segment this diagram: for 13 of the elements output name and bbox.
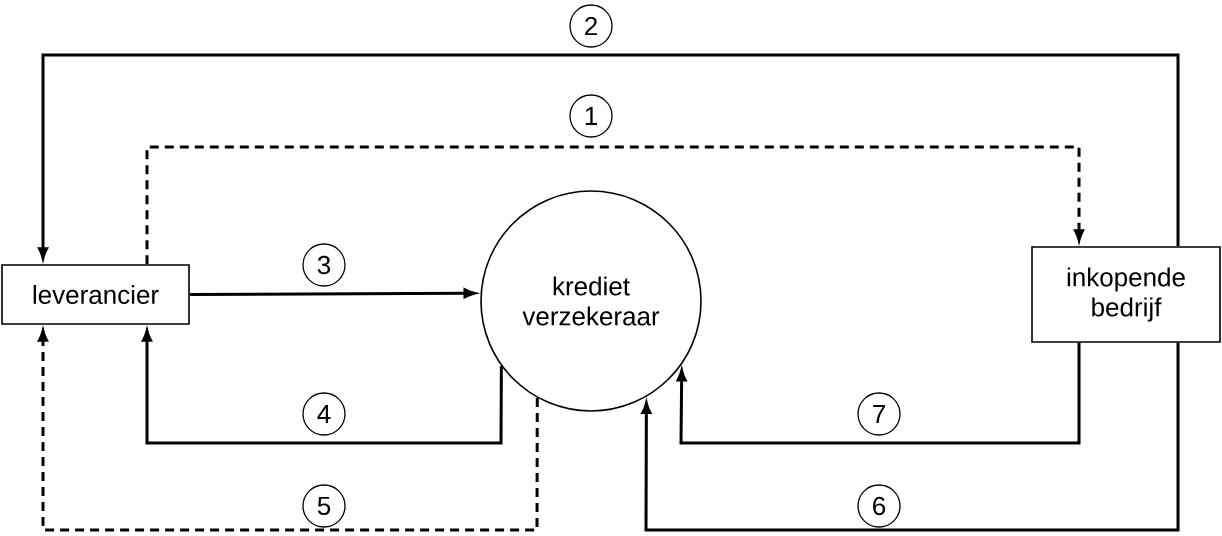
arrow [641, 342, 1180, 532]
edge-label: 7 [857, 392, 901, 436]
edge-label: 4 [302, 392, 346, 436]
process-box: leverancier [1, 264, 190, 325]
circle-node: krediet verzekeraar [480, 190, 702, 412]
edge-label: 5 [302, 484, 346, 528]
arrow [676, 342, 1081, 445]
process-box: inkopende bedrijf [1031, 246, 1221, 343]
edge-label: 1 [569, 94, 613, 138]
edge-label: 6 [857, 484, 901, 528]
edge-label: 3 [302, 243, 346, 287]
edge-label: 2 [569, 4, 613, 48]
arrow [145, 145, 1084, 265]
